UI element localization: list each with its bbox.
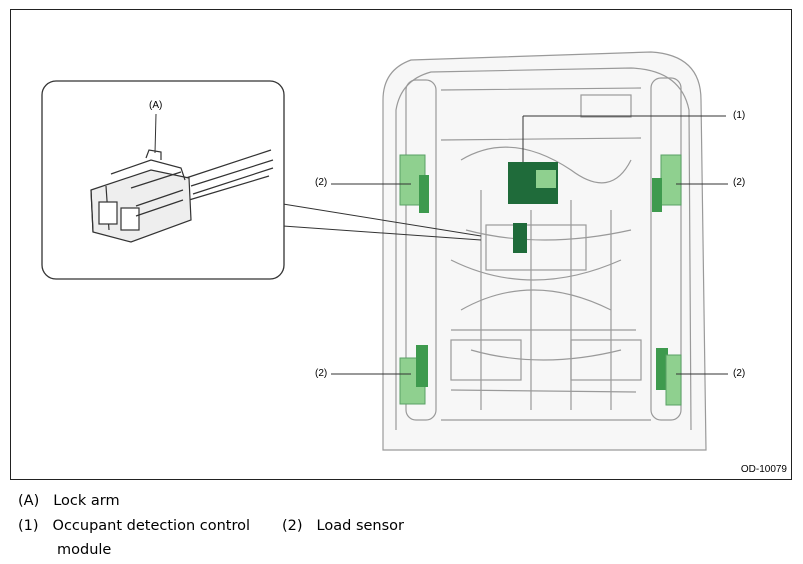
legend-key: (A) xyxy=(18,493,40,509)
diagram-figure: (A) (1) (2) (2) (2) (2) OD-10079 xyxy=(10,9,792,480)
occupant-detection-module xyxy=(508,162,558,204)
lock-arm-leader xyxy=(154,113,157,154)
load-sensor-top-left xyxy=(399,154,429,213)
connector-inset xyxy=(41,80,482,280)
module-connector xyxy=(513,223,527,253)
legend-item-2: (2) Load sensor xyxy=(282,516,404,536)
legend-item-1-continued: module xyxy=(57,540,111,560)
callout-a-lock-arm: (A) xyxy=(149,100,163,111)
legend-text: Lock arm xyxy=(53,493,120,509)
seat-diagram xyxy=(41,51,728,451)
callout-2-top-right: (2) xyxy=(733,177,746,188)
connector-illustration xyxy=(90,149,274,243)
figure-id: OD-10079 xyxy=(740,464,787,475)
leader-lines xyxy=(331,115,728,375)
load-sensor-bottom-left xyxy=(399,345,428,405)
legend-text: module xyxy=(57,542,112,558)
legend-text: Load sensor xyxy=(316,518,404,534)
legend-text: Occupant detection control xyxy=(52,518,251,534)
seat-frame xyxy=(382,51,707,451)
legend-key: (1) xyxy=(18,518,39,534)
callout-2-bottom-right: (2) xyxy=(733,368,746,379)
legend-item-1: (1) Occupant detection control xyxy=(18,516,250,536)
legend-item-a: (A) Lock arm xyxy=(18,491,120,511)
callout-2-top-left: (2) xyxy=(315,177,328,188)
load-sensor-bottom-right xyxy=(656,348,682,406)
callout-1-module: (1) xyxy=(733,110,746,121)
callout-2-bottom-left: (2) xyxy=(315,368,328,379)
load-sensor-top-right xyxy=(652,154,682,212)
legend-key: (2) xyxy=(282,518,303,534)
